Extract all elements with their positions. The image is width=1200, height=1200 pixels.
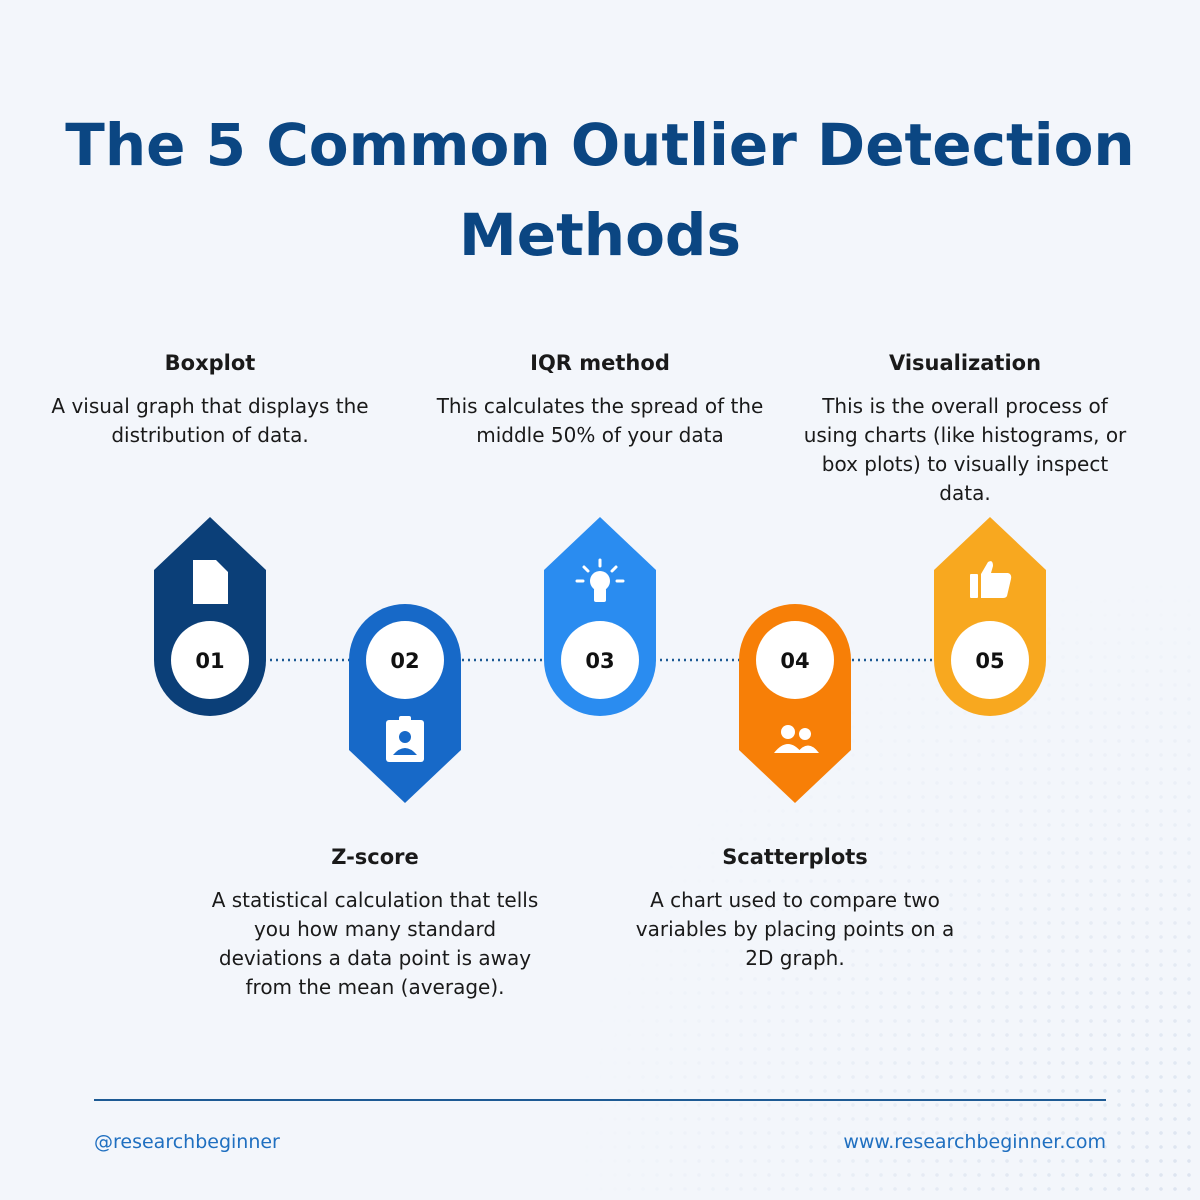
step-heading: Boxplot: [164, 351, 256, 375]
step-heading: Z-score: [331, 845, 419, 869]
step-marker-04: 04: [739, 604, 851, 803]
step-heading: Scatterplots: [722, 845, 868, 869]
step-marker-05: 05: [934, 517, 1046, 716]
step-label-boxplot: Boxplot A visual graph that displays the…: [40, 350, 380, 450]
step-description: A visual graph that displays the distrib…: [51, 394, 369, 447]
step-number: 01: [195, 649, 224, 673]
thumbs-up-icon: [970, 561, 1012, 598]
step-number: 05: [975, 649, 1004, 673]
step-number: 02: [390, 649, 419, 673]
step-number-circle: [171, 621, 249, 699]
step-marker-01: 01: [154, 517, 266, 716]
step-number: 03: [585, 649, 614, 673]
step-heading: IQR method: [530, 351, 670, 375]
id-badge-icon: [386, 716, 424, 762]
lightbulb-icon: [575, 558, 625, 602]
footer-handle: @researchbeginner: [94, 1131, 280, 1153]
step-description: This is the overall process of using cha…: [803, 394, 1127, 505]
step-description: This calculates the spread of the middle…: [436, 394, 764, 447]
page-title: The 5 Common Outlier Detection Methods: [65, 111, 1135, 269]
document-icon: [193, 560, 228, 604]
step-marker-03: 03: [544, 517, 656, 716]
step-number-circle: [756, 621, 834, 699]
step-description: A chart used to compare two variables by…: [635, 888, 955, 970]
step-label-visualization: Visualization This is the overall proces…: [795, 350, 1135, 508]
step-number-circle: [561, 621, 639, 699]
step-label-z-score: Z-score A statistical calculation that t…: [205, 844, 545, 1002]
step-number-circle: [366, 621, 444, 699]
step-label-scatterplots: Scatterplots A chart used to compare two…: [625, 844, 965, 973]
footer-website[interactable]: www.researchbeginner.com: [843, 1131, 1106, 1153]
footer-divider: [94, 1099, 1106, 1101]
step-number: 04: [780, 649, 809, 673]
step-label-iqr-method: IQR method This calculates the spread of…: [430, 350, 770, 450]
step-number-circle: [951, 621, 1029, 699]
step-heading: Visualization: [888, 351, 1042, 375]
step-marker-02: 02: [349, 604, 461, 803]
step-description: A statistical calculation that tells you…: [211, 888, 539, 999]
users-icon: [774, 725, 819, 753]
